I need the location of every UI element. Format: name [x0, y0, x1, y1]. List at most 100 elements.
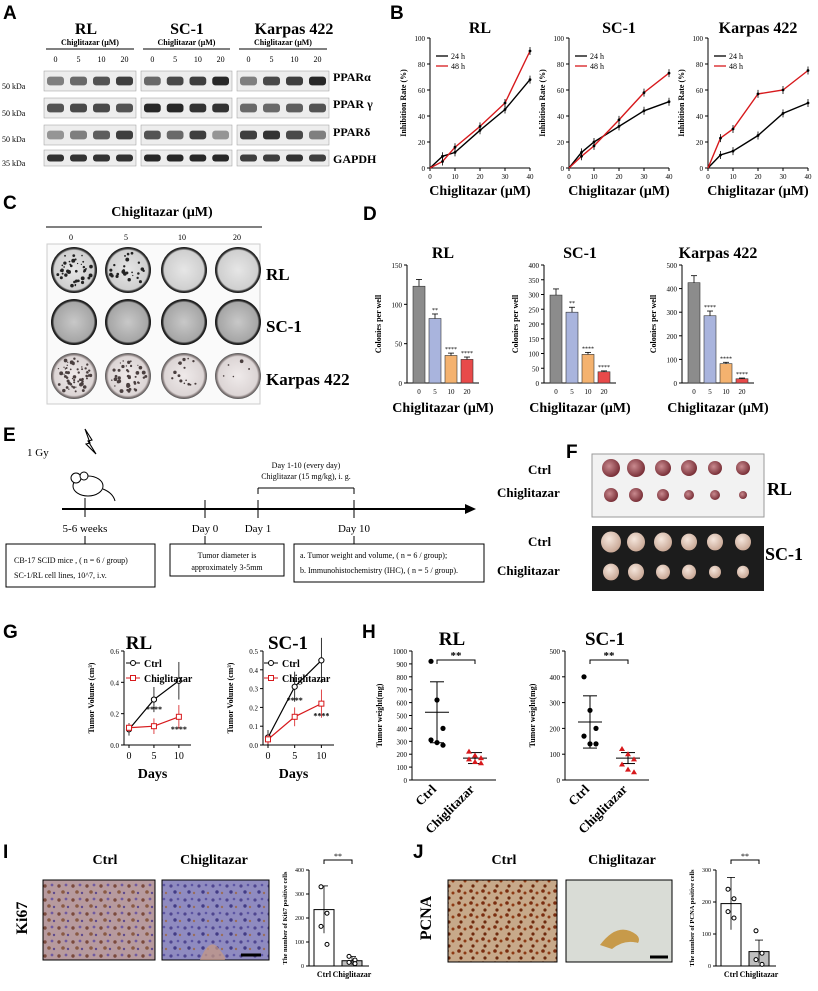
panel-label-a: A [3, 3, 17, 24]
tumor-rl-chig [710, 490, 720, 500]
blot-band [70, 154, 87, 162]
x-axis-label: Chiglitazar (μM) [568, 184, 670, 199]
bar [412, 285, 426, 384]
y-tick: 400 [295, 868, 304, 874]
panel-label-g: G [3, 622, 18, 643]
box-mice: CB-17 SCID mice , ( n = 6 / group) [14, 556, 128, 565]
colony [173, 370, 177, 375]
tumor-rl-ctrl [655, 460, 671, 476]
colony [71, 385, 74, 388]
volume-point [175, 713, 182, 720]
colony [81, 381, 83, 384]
blot-strip [43, 70, 137, 92]
data-point [580, 154, 583, 158]
colony [80, 263, 82, 266]
blot-band [70, 103, 87, 113]
x-tick: 20 [616, 173, 624, 181]
tumor-sc1-chig [628, 563, 644, 581]
y-tick: 60 [418, 87, 426, 95]
volume-title-1: SC-1 [268, 633, 308, 654]
legend-48h: 48 h [729, 62, 743, 71]
weight-point [434, 697, 440, 703]
colony [61, 264, 64, 267]
y-tick: 300 [550, 700, 561, 708]
blot-band [144, 103, 161, 113]
tumor-sc1-chig [737, 565, 749, 579]
blot-band [240, 130, 257, 140]
tumor-sc1-ctrl [654, 532, 672, 552]
y-axis-label: The number of PCNA positive cells [689, 869, 696, 967]
y-tick: 200 [702, 900, 711, 906]
colony [86, 370, 88, 373]
colony [144, 374, 148, 378]
weight-point [587, 707, 593, 713]
ihc-ki67-chig-title: Chiglitazar [180, 853, 248, 868]
y-tick: 100 [529, 351, 540, 359]
x-category: Ctrl [565, 781, 592, 808]
y-tick: 300 [667, 309, 678, 317]
colony-well [51, 299, 97, 345]
y-axis-label: Tumor Volume (cm³) [87, 662, 96, 733]
colony [88, 369, 91, 372]
blot-title-karpas: Karpas 422 [255, 21, 334, 38]
y-tick: 400 [550, 674, 561, 682]
y-tick: 600 [397, 700, 408, 708]
blot-band [166, 130, 184, 140]
y-tick: 100 [702, 932, 711, 938]
series-line [568, 72, 670, 169]
y-tick: 200 [529, 321, 540, 329]
tumor-rl-chig [604, 488, 618, 502]
volume-point [318, 657, 325, 664]
y-tick: 400 [529, 262, 540, 270]
panel-label-f: F [566, 442, 578, 463]
ihc-pcna-ctrl-title: Ctrl [492, 853, 517, 868]
x-tick: 20 [477, 173, 485, 181]
data-point [592, 144, 596, 148]
y-tick: 800 [397, 674, 408, 682]
panel-label-e: E [3, 425, 16, 446]
colony-well [215, 299, 261, 345]
chart-title-0: RL [469, 20, 491, 37]
x-axis-label: Days [279, 767, 309, 782]
blot-strip [236, 97, 330, 119]
y-tick: 300 [702, 868, 711, 874]
colony [183, 366, 186, 369]
blot-band [309, 130, 326, 140]
series-line [707, 69, 809, 169]
y-tick: 100 [392, 301, 403, 309]
blot-dose-0: 0 [150, 55, 154, 64]
data-point [478, 125, 482, 128]
blot-title-sc1: SC-1 [170, 21, 204, 38]
colony [81, 366, 83, 368]
y-tick: 500 [667, 262, 678, 270]
bar [703, 315, 717, 384]
ihc-marker-pcna: PCNA [418, 895, 435, 940]
volume-title-0: RL [126, 633, 152, 654]
x-tick: 10 [316, 751, 326, 762]
data-point [731, 127, 735, 131]
y-axis-label: Colonies per well [374, 294, 383, 353]
colony [178, 361, 182, 365]
data-point [528, 78, 532, 81]
colony [60, 268, 64, 273]
data-point [503, 108, 507, 111]
blot-band [189, 130, 207, 140]
series-line [707, 102, 809, 169]
significance: **** [287, 696, 303, 705]
blot-strip [140, 97, 233, 119]
colony [132, 274, 134, 277]
colony [63, 266, 65, 268]
treatment-dose: Chiglitazar (15 mg/kg), i. g. [261, 472, 351, 481]
y-tick: 20 [696, 139, 704, 147]
weight-point [434, 739, 440, 746]
panel-c-colony-plates: Chiglitazar (μM) 0 5 10 20 RL SC-1 Karpa… [46, 205, 350, 405]
bar [549, 294, 563, 384]
colony [232, 375, 235, 378]
blot-band [240, 76, 257, 86]
significance: ** [604, 650, 616, 662]
colony [137, 364, 139, 366]
colony [65, 366, 68, 370]
blot-band [189, 154, 207, 162]
panel-label-c: C [3, 193, 17, 214]
